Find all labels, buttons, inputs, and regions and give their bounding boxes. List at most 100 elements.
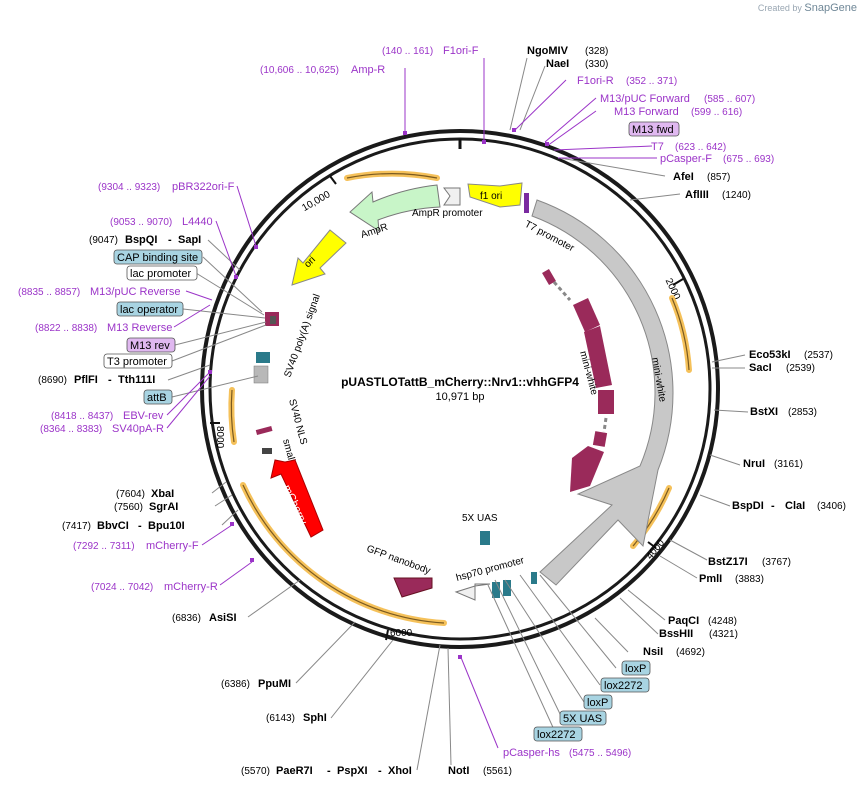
site-sgrai: SgrAI	[149, 501, 178, 513]
primer-l4440: L4440	[182, 216, 213, 228]
sv40-polya-feature[interactable]	[265, 312, 279, 326]
left-box-leaders	[171, 256, 267, 398]
lox-box-b	[503, 580, 511, 596]
ampr-feature[interactable]	[349, 184, 441, 232]
gfp-nanobody-feature[interactable]	[393, 577, 433, 598]
site-bpu10i: Bpu10I	[148, 520, 185, 532]
teal-box-1	[256, 352, 270, 363]
hsp70-promoter-feature[interactable]	[454, 583, 491, 601]
site-sphi: SphI	[303, 712, 327, 724]
box-lox2272-2[interactable]: lox2272	[533, 726, 583, 742]
box-t3-promoter[interactable]: T3 promoter	[103, 353, 173, 369]
site-afliii: AflIII	[685, 189, 709, 201]
site-clai: ClaI	[785, 500, 805, 512]
site-pflfi: PflFI	[74, 374, 98, 386]
site-bbvci-sep: -	[138, 520, 142, 532]
uas-inner-label: 5X UAS	[462, 513, 498, 524]
grey-box-1	[253, 365, 269, 384]
site-bspqi-pos: (9047)	[89, 235, 118, 246]
site-bspqi-sep: -	[168, 234, 172, 246]
credit-brand: SnapGene	[804, 2, 857, 14]
site-clai-pos: (3406)	[817, 501, 846, 512]
uas-box-inner	[480, 531, 490, 545]
primer-amp-r-range: (10,606 .. 10,625)	[260, 65, 339, 76]
site-ngomiv: NgoMIV	[527, 45, 569, 57]
site-bstz17i: BstZ17I	[708, 556, 748, 568]
box-m13-fwd[interactable]: M13 fwd	[628, 121, 680, 137]
box-loxp-1[interactable]: loxP	[621, 660, 651, 676]
site-bspqi: BspQI	[125, 234, 157, 246]
site-nsii: NsiI	[643, 646, 663, 658]
primer-ebv-rev: EBV-rev	[123, 410, 164, 422]
site-paer7i-sep: -	[327, 765, 331, 777]
primer-mcherry-r: mCherry-R	[164, 581, 218, 593]
f1-ori-feature[interactable]	[467, 182, 523, 208]
site-bstz17i-pos: (3767)	[762, 557, 791, 568]
primer-ebv-rev-range: (8418 .. 8437)	[51, 411, 113, 422]
site-nrui-pos: (3161)	[774, 459, 803, 470]
sv40-polya-label: SV40 poly(A) signal	[282, 293, 322, 379]
site-eco53ki: Eco53kI	[749, 349, 791, 361]
box-loxp-2[interactable]: loxP	[583, 694, 613, 710]
box-cap-binding-site[interactable]: CAP binding site	[113, 249, 203, 265]
box-attb[interactable]: attB	[143, 389, 173, 405]
site-xhoi: XhoI	[388, 765, 412, 777]
site-asisi: AsiSI	[209, 612, 237, 624]
site-pmli-pos: (3883)	[735, 574, 764, 585]
tick-6000: 6000	[390, 628, 413, 639]
site-sphi-pos: (6143)	[266, 713, 295, 724]
orf-arc-cores	[230, 173, 690, 624]
site-pflfi-sep: -	[108, 374, 112, 386]
site-pspxi: PspXI	[337, 765, 368, 777]
primer-mcherry-r-range: (7024 .. 7042)	[91, 582, 153, 593]
site-ppumi-pos: (6386)	[221, 679, 250, 690]
box-lac-promoter[interactable]: lac promoter	[126, 265, 198, 281]
box-lox2272-2-label: lox2272	[537, 729, 576, 741]
site-xbai: XbaI	[151, 488, 174, 500]
site-eco53ki-pos: (2537)	[804, 350, 833, 361]
site-afliii-pos: (1240)	[722, 190, 751, 201]
box-lox2272-1[interactable]: lox2272	[600, 677, 650, 693]
box-5x-uas[interactable]: 5X UAS	[559, 710, 607, 726]
site-pmli: PmlI	[699, 573, 722, 585]
site-paer7i-pos: (5570)	[241, 766, 270, 777]
ori-feature[interactable]	[291, 229, 347, 286]
site-nsii-pos: (4692)	[676, 647, 705, 658]
primer-f1ori-r-range: (352 .. 371)	[626, 76, 677, 87]
gfp-nanobody-label: GFP nanobody	[365, 543, 432, 576]
box-m13-fwd-label: M13 fwd	[632, 124, 674, 136]
tick-8000: 8000	[214, 426, 225, 449]
primer-m13-forward-range: (599 .. 616)	[691, 107, 742, 118]
primer-f1ori-f: F1ori-F	[443, 45, 479, 57]
site-afei-pos: (857)	[707, 172, 730, 183]
primer-labels: (140 .. 161) F1ori-F (10,606 .. 10,625) …	[18, 45, 774, 759]
site-bspdi-sep: -	[771, 500, 775, 512]
primer-m13-reverse: M13 Reverse	[107, 322, 172, 334]
mini-white-feature[interactable]	[531, 199, 674, 586]
f1-ori-label: f1 ori	[480, 191, 502, 202]
nls-marker	[255, 425, 273, 435]
primer-pbr322ori-f: pBR322ori-F	[172, 181, 235, 193]
site-saci: SacI	[749, 362, 772, 374]
ampr-promoter-feature[interactable]	[443, 187, 461, 206]
mcherry-feature[interactable]	[270, 459, 324, 538]
left-enzyme-labels: (7417) BbvCI - Bpu10I (7560) SgrAI (7604…	[38, 234, 201, 532]
box-attb-label: attB	[147, 392, 167, 404]
primer-t7-range: (623 .. 642)	[675, 142, 726, 153]
site-bsshii: BssHII	[659, 628, 693, 640]
primer-f1ori-r: F1ori-R	[577, 75, 614, 87]
mini-white-intron	[552, 281, 572, 301]
intron-marker	[262, 448, 272, 454]
site-saci-pos: (2539)	[786, 363, 815, 374]
site-paqci: PaqCI	[668, 615, 699, 627]
lox-box-a	[492, 582, 500, 598]
box-m13-rev[interactable]: M13 rev	[126, 337, 176, 353]
box-lac-operator[interactable]: lac operator	[116, 301, 184, 317]
primer-sv40pa-r-range: (8364 .. 8383)	[40, 424, 102, 435]
hsp70-promoter-label: hsp70 promoter	[455, 555, 526, 584]
primer-sv40pa-r: SV40pA-R	[112, 423, 164, 435]
box-loxp-2-label: loxP	[587, 697, 608, 709]
box-lac-promoter-label: lac promoter	[130, 268, 191, 280]
primer-mcherry-f: mCherry-F	[146, 540, 199, 552]
box-cap-label: CAP binding site	[117, 252, 198, 264]
